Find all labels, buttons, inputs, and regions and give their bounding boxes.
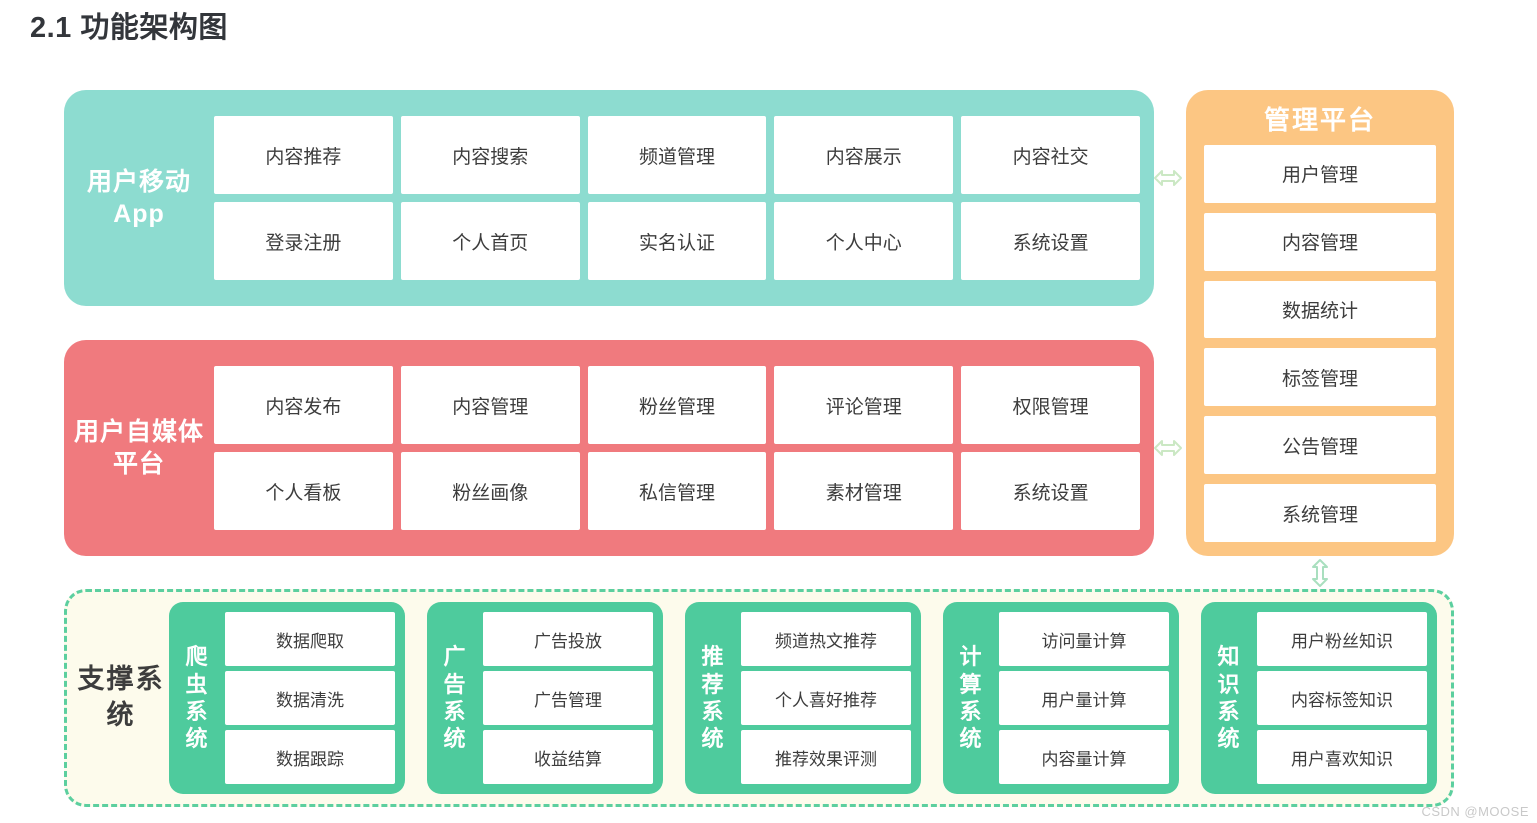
sub-system-label: 爬虫系统 <box>185 644 209 752</box>
module-cell[interactable]: 个人首页 <box>400 202 580 280</box>
double-arrow-horizontal-icon <box>1152 163 1184 193</box>
management-item[interactable]: 数据统计 <box>1204 280 1436 339</box>
sub-system-item[interactable]: 数据爬取 <box>225 612 395 666</box>
management-item[interactable]: 标签管理 <box>1204 348 1436 407</box>
sub-system-item[interactable]: 数据清洗 <box>225 671 395 725</box>
sub-system-items: 广告投放 广告管理 收益结算 <box>483 612 653 784</box>
module-cell[interactable]: 个人中心 <box>774 202 954 280</box>
sub-system-item[interactable]: 内容量计算 <box>999 730 1169 784</box>
module-cell[interactable]: 实名认证 <box>587 202 767 280</box>
sub-system-crawler: 爬虫系统 数据爬取 数据清洗 数据跟踪 <box>169 602 405 794</box>
sub-system-item[interactable]: 数据跟踪 <box>225 730 395 784</box>
sub-system-items: 频道热文推荐 个人喜好推荐 推荐效果评测 <box>741 612 911 784</box>
sub-system-item[interactable]: 内容标签知识 <box>1257 671 1427 725</box>
management-platform-title: 管理平台 <box>1263 105 1376 135</box>
sub-system-knowledge: 知识系统 用户粉丝知识 内容标签知识 用户喜欢知识 <box>1201 602 1437 794</box>
sub-system-item[interactable]: 用户粉丝知识 <box>1257 612 1427 666</box>
sub-system-item[interactable]: 收益结算 <box>483 730 653 784</box>
sub-system-item[interactable]: 用户喜欢知识 <box>1257 730 1427 784</box>
management-platform-list: 用户管理 内容管理 数据统计 标签管理 公告管理 系统管理 <box>1204 145 1436 542</box>
sub-system-item[interactable]: 访问量计算 <box>999 612 1169 666</box>
sub-system-label: 计算系统 <box>959 644 983 752</box>
module-cell[interactable]: 内容社交 <box>961 116 1140 194</box>
management-item[interactable]: 用户管理 <box>1204 145 1436 203</box>
sub-system-items: 数据爬取 数据清洗 数据跟踪 <box>225 612 395 784</box>
support-system-groups: 爬虫系统 数据爬取 数据清洗 数据跟踪 广告系统 广告投放 广告管理 收益结算 … <box>169 602 1437 794</box>
sub-system-item[interactable]: 个人喜好推荐 <box>741 671 911 725</box>
sub-system-label: 推荐系统 <box>701 644 725 752</box>
watermark: CSDN @MOOSE <box>1421 804 1529 819</box>
module-cell[interactable]: 个人看板 <box>214 452 393 530</box>
sub-system-item[interactable]: 广告投放 <box>483 612 653 666</box>
user-mobile-app-grid: 内容推荐 内容搜索 频道管理 内容展示 内容社交 登录注册 个人首页 实名认证 … <box>214 116 1154 280</box>
sub-system-recommendation: 推荐系统 频道热文推荐 个人喜好推荐 推荐效果评测 <box>685 602 921 794</box>
user-mobile-app-label: 用户移动App <box>86 168 191 228</box>
module-cell[interactable]: 内容展示 <box>774 116 954 194</box>
sub-system-advertising: 广告系统 广告投放 广告管理 收益结算 <box>427 602 663 794</box>
sub-system-item[interactable]: 频道热文推荐 <box>741 612 911 666</box>
management-platform-panel: 管理平台 用户管理 内容管理 数据统计 标签管理 公告管理 系统管理 <box>1186 90 1454 556</box>
support-system-label: 支撑系统 <box>77 664 165 730</box>
sub-system-items: 访问量计算 用户量计算 内容量计算 <box>999 612 1169 784</box>
user-self-media-platform-grid: 内容发布 内容管理 粉丝管理 评论管理 权限管理 个人看板 粉丝画像 私信管理 … <box>214 366 1154 530</box>
user-self-media-platform-label: 用户自媒体平台 <box>73 418 204 478</box>
double-arrow-horizontal-icon <box>1152 433 1184 463</box>
support-system-band: 支撑系统 爬虫系统 数据爬取 数据清洗 数据跟踪 广告系统 广告投放 广告管理 … <box>64 589 1454 807</box>
sub-system-label: 知识系统 <box>1217 644 1241 752</box>
module-cell[interactable]: 内容发布 <box>214 366 393 444</box>
user-mobile-app-band: 用户移动App 内容推荐 内容搜索 频道管理 内容展示 内容社交 登录注册 个人… <box>64 90 1154 306</box>
module-cell[interactable]: 系统设置 <box>961 452 1140 530</box>
module-cell[interactable]: 粉丝画像 <box>400 452 580 530</box>
management-item[interactable]: 系统管理 <box>1204 484 1436 542</box>
double-arrow-vertical-icon <box>1305 557 1335 589</box>
management-item[interactable]: 公告管理 <box>1204 416 1436 475</box>
module-cell[interactable]: 评论管理 <box>774 366 954 444</box>
sub-system-item[interactable]: 用户量计算 <box>999 671 1169 725</box>
module-cell[interactable]: 内容管理 <box>400 366 580 444</box>
module-cell[interactable]: 粉丝管理 <box>587 366 767 444</box>
sub-system-item[interactable]: 广告管理 <box>483 671 653 725</box>
module-cell[interactable]: 内容推荐 <box>214 116 393 194</box>
sub-system-item[interactable]: 推荐效果评测 <box>741 730 911 784</box>
module-cell[interactable]: 频道管理 <box>587 116 767 194</box>
module-cell[interactable]: 权限管理 <box>961 366 1140 444</box>
module-cell[interactable]: 系统设置 <box>961 202 1140 280</box>
sub-system-label: 广告系统 <box>443 644 467 752</box>
module-cell[interactable]: 私信管理 <box>587 452 767 530</box>
management-item[interactable]: 内容管理 <box>1204 212 1436 271</box>
module-cell[interactable]: 内容搜索 <box>400 116 580 194</box>
sub-system-computation: 计算系统 访问量计算 用户量计算 内容量计算 <box>943 602 1179 794</box>
module-cell[interactable]: 素材管理 <box>774 452 954 530</box>
user-self-media-platform-band: 用户自媒体平台 内容发布 内容管理 粉丝管理 评论管理 权限管理 个人看板 粉丝… <box>64 340 1154 556</box>
sub-system-items: 用户粉丝知识 内容标签知识 用户喜欢知识 <box>1257 612 1427 784</box>
module-cell[interactable]: 登录注册 <box>214 202 393 280</box>
page-title: 2.1 功能架构图 <box>30 12 228 44</box>
